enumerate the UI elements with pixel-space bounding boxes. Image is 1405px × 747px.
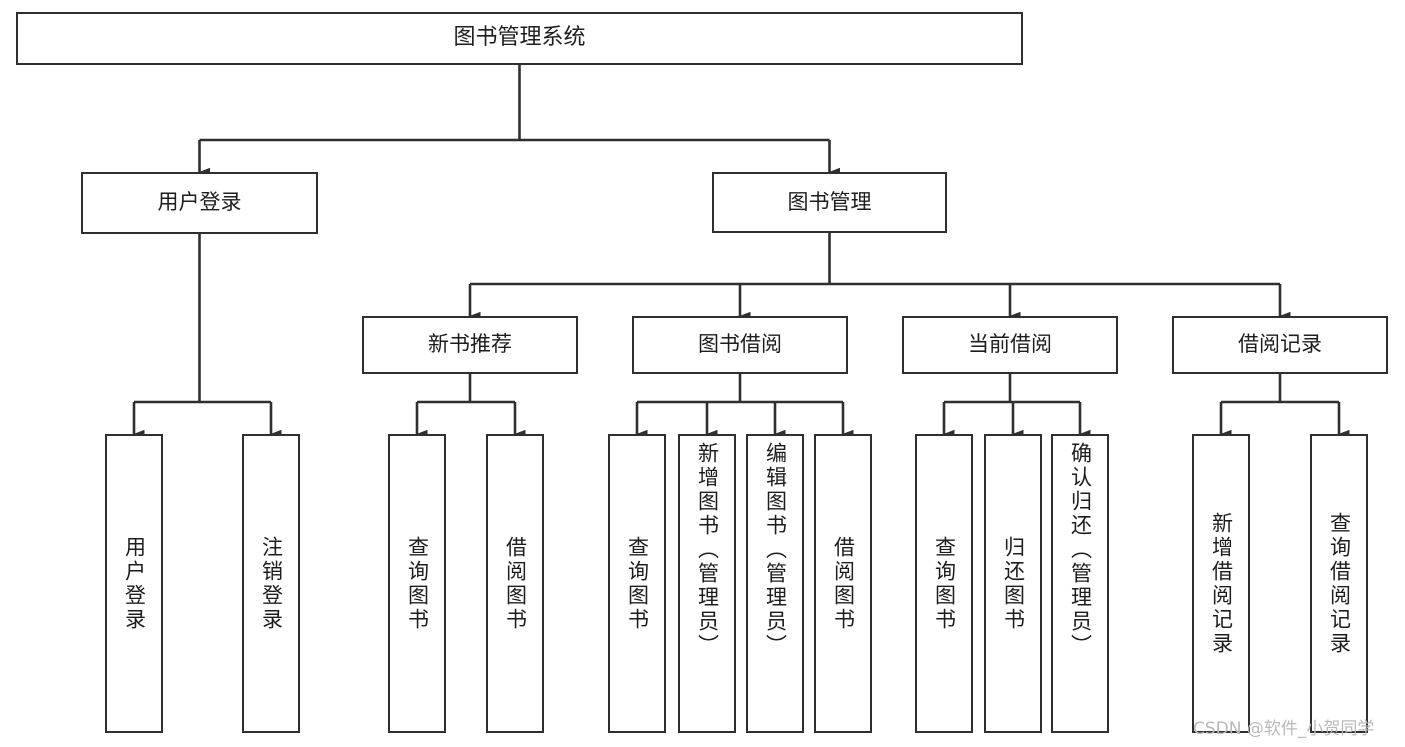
- node-label: 新增借阅记录: [1209, 511, 1234, 656]
- node-label: 图书管理: [787, 189, 872, 214]
- node-leaf_edit_book[interactable]: 编辑图书（管理员）: [746, 434, 804, 733]
- node-label: 图书借阅: [698, 332, 782, 357]
- node-label: 图书管理系统: [453, 25, 586, 51]
- node-leaf_user_login[interactable]: 用户登录: [105, 434, 163, 733]
- node-label: 借阅图书: [831, 535, 856, 632]
- watermark-credit: CSDN @软件_小贺同学: [1193, 719, 1375, 739]
- node-label: 用户登录: [122, 535, 147, 632]
- node-book_mgmt[interactable]: 图书管理: [712, 172, 947, 233]
- node-user_login[interactable]: 用户登录: [81, 172, 318, 234]
- node-leaf_user_logout[interactable]: 注销登录: [242, 434, 300, 733]
- node-label: 借阅图书: [503, 535, 528, 632]
- node-label: 查询图书: [405, 535, 430, 632]
- node-leaf_return_book[interactable]: 归还图书: [984, 434, 1042, 733]
- node-label: 注销登录: [259, 535, 284, 632]
- node-leaf_confirm_return[interactable]: 确认归还（管理员）: [1051, 434, 1109, 733]
- node-leaf_query_book_b[interactable]: 查询图书: [608, 434, 666, 733]
- node-leaf_query_book_c[interactable]: 查询图书: [915, 434, 973, 733]
- node-leaf_add_book[interactable]: 新增图书（管理员）: [678, 434, 736, 733]
- node-leaf_borrow_book_a[interactable]: 借阅图书: [486, 434, 544, 733]
- node-label: 归还图书: [1001, 535, 1026, 632]
- node-new_book_rec[interactable]: 新书推荐: [362, 316, 578, 374]
- node-root[interactable]: 图书管理系统: [16, 12, 1023, 65]
- node-leaf_query_book_a[interactable]: 查询图书: [388, 434, 446, 733]
- node-label: 查询图书: [932, 535, 957, 632]
- node-leaf_borrow_book_b[interactable]: 借阅图书: [814, 434, 872, 733]
- node-book_borrow[interactable]: 图书借阅: [632, 316, 848, 374]
- node-label: 查询图书: [625, 535, 650, 632]
- node-leaf_query_record[interactable]: 查询借阅记录: [1310, 434, 1368, 733]
- node-current_borrow[interactable]: 当前借阅: [902, 316, 1118, 374]
- node-label: 查询借阅记录: [1327, 511, 1352, 656]
- node-label: 新书推荐: [428, 332, 512, 357]
- node-label: 新增图书（管理员）: [695, 442, 720, 658]
- node-borrow_record[interactable]: 借阅记录: [1172, 316, 1388, 374]
- node-label: 当前借阅: [968, 332, 1052, 357]
- node-label: 编辑图书（管理员）: [763, 442, 788, 658]
- node-leaf_add_record[interactable]: 新增借阅记录: [1192, 434, 1250, 733]
- node-label: 借阅记录: [1238, 332, 1322, 357]
- node-label: 用户登录: [157, 190, 242, 215]
- node-label: 确认归还（管理员）: [1068, 442, 1093, 658]
